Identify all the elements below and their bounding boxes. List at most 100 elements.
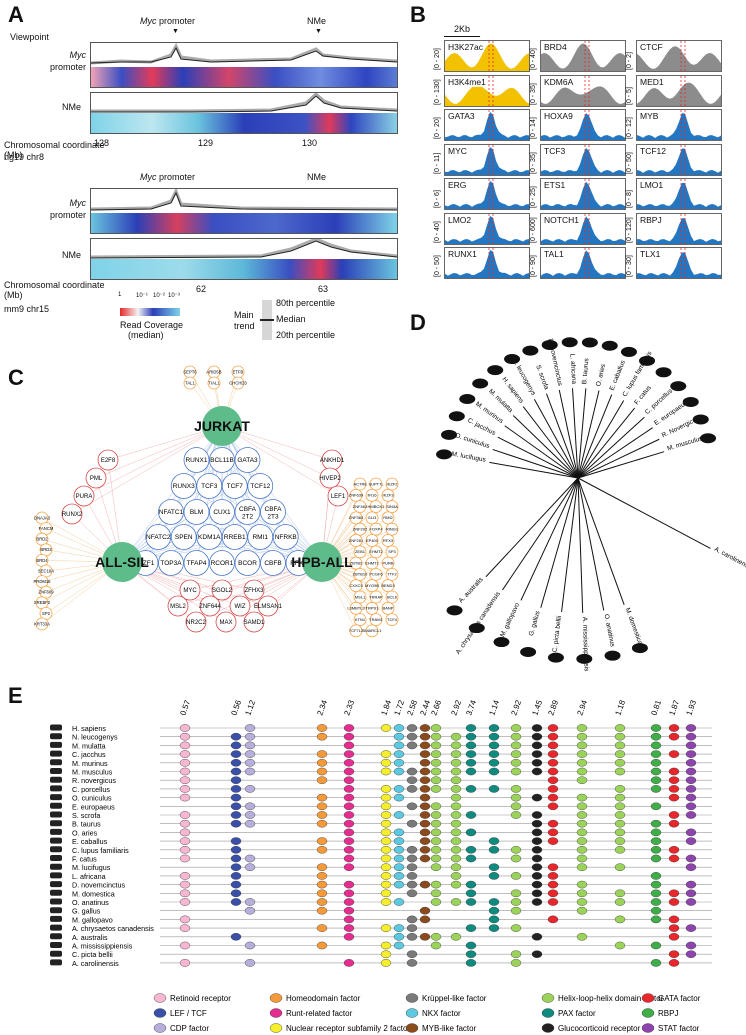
- motif-marker: [179, 767, 191, 776]
- motif-marker: [380, 959, 392, 967]
- score-label: 1.45: [530, 698, 544, 716]
- svg-text:KDM1A: KDM1A: [198, 534, 221, 541]
- peak-shape: [445, 213, 529, 244]
- animal-silhouette-icon: [50, 933, 62, 940]
- species-label: A. australis: [458, 576, 486, 605]
- motif-marker: [668, 932, 680, 941]
- animal-silhouette-icon: [50, 768, 62, 774]
- animal-silhouette-icon: [441, 429, 458, 440]
- score-label: 2.92: [449, 698, 463, 716]
- motif-marker: [244, 854, 256, 863]
- motif-marker: [531, 837, 543, 845]
- species-name: B. taurus: [72, 820, 101, 829]
- motif-marker: [450, 845, 462, 854]
- species-label: O. aries: [595, 363, 607, 387]
- chip-track-name: TLX1: [639, 249, 662, 259]
- branch: [577, 454, 612, 479]
- motif-marker: [685, 732, 697, 741]
- svg-text:KTN1: KTN1: [355, 617, 366, 622]
- branch: [538, 470, 579, 479]
- animal-silhouette-icon: [50, 898, 62, 905]
- motif-marker: [531, 898, 543, 906]
- motif-marker: [393, 759, 405, 767]
- motif-marker: [576, 889, 588, 898]
- score-label: 1.18: [613, 698, 627, 716]
- motif-marker: [179, 819, 191, 828]
- hpb-only-node: EHMT1: [365, 556, 380, 570]
- allsil-only-node: PRDM16: [34, 575, 51, 589]
- motif-marker: [510, 906, 522, 915]
- motif-marker: [668, 776, 680, 784]
- motif-marker: [450, 811, 462, 819]
- core-node: SPEN: [170, 524, 197, 550]
- motif-marker: [465, 811, 477, 819]
- motif-marker: [343, 959, 355, 967]
- motif-marker: [488, 906, 500, 915]
- jurkat-only-node: ARID5B: [206, 365, 222, 379]
- motif-marker: [430, 741, 442, 750]
- svg-text:BEND3: BEND3: [381, 583, 395, 588]
- motif-marker: [179, 793, 191, 802]
- jurkat-only-node: ETFB: [231, 365, 245, 379]
- motif-marker: [343, 889, 355, 898]
- svg-text:RMI1: RMI1: [252, 534, 268, 541]
- motif-marker: [244, 732, 256, 741]
- motif-marker: [393, 724, 405, 732]
- motif-marker: [510, 950, 522, 959]
- species-name: O. aries: [72, 828, 98, 837]
- jurkat-hpb-node: HIVEP2: [319, 467, 341, 489]
- motif-marker: [343, 741, 355, 750]
- motif-marker: [430, 898, 442, 906]
- motif-marker: [430, 802, 442, 811]
- motif-marker: [244, 906, 256, 915]
- species-name: A. chrysaetos canadensis: [72, 924, 154, 933]
- branch: [570, 477, 579, 539]
- edge: [95, 425, 223, 479]
- peak-area: [541, 85, 625, 106]
- hpb-only-node: SIN3A: [385, 500, 399, 514]
- motif-marker: [685, 854, 697, 863]
- motif-marker: [576, 854, 588, 863]
- legend-label: Runt-related factor: [286, 1009, 353, 1018]
- motif-marker: [316, 750, 328, 758]
- peak-area: [445, 112, 529, 140]
- motif-marker: [244, 898, 256, 906]
- motif-marker: [650, 845, 662, 854]
- motif-marker: [650, 776, 662, 784]
- peak-shape: [445, 110, 529, 140]
- chip-track-hoxa9: HOXA9: [540, 109, 626, 141]
- motif-marker: [465, 941, 477, 950]
- species-name: M. mulatta: [72, 741, 106, 750]
- hpb-only-node: TTF2: [385, 567, 399, 581]
- core-node: RUNX1: [183, 447, 210, 473]
- motif-marker: [430, 819, 442, 828]
- motif-marker: [450, 854, 462, 863]
- motif-marker: [406, 802, 418, 811]
- legend-label: Helix-loop-helix domain factor: [558, 994, 664, 1003]
- motif-marker: [465, 785, 477, 793]
- species-name: M. murinus: [72, 759, 108, 768]
- animal-silhouette-icon: [576, 653, 593, 664]
- svg-text:BANP: BANP: [383, 606, 394, 611]
- animal-silhouette-icon: [604, 650, 621, 661]
- peak-shape: [637, 110, 721, 140]
- motif-marker: [650, 750, 662, 758]
- hpb-only-node: IFI16: [365, 488, 379, 502]
- motif-marker: [230, 889, 242, 898]
- svg-text:SAMD1: SAMD1: [244, 620, 265, 626]
- branch: [539, 464, 579, 479]
- motif-marker: [488, 924, 500, 932]
- hpb-only-node: SP3: [385, 545, 399, 559]
- peak-shape: [445, 144, 529, 175]
- motif-marker: [650, 785, 662, 793]
- motif-marker: [465, 732, 477, 741]
- svg-text:ZNF639: ZNF639: [349, 493, 364, 498]
- edge: [83, 425, 223, 497]
- score-label: 2.89: [546, 698, 560, 716]
- motif-marker: [380, 950, 392, 959]
- track-human-nme: [90, 92, 398, 134]
- motif-marker: [406, 959, 418, 967]
- track1-label-promoter: promoter: [49, 62, 86, 72]
